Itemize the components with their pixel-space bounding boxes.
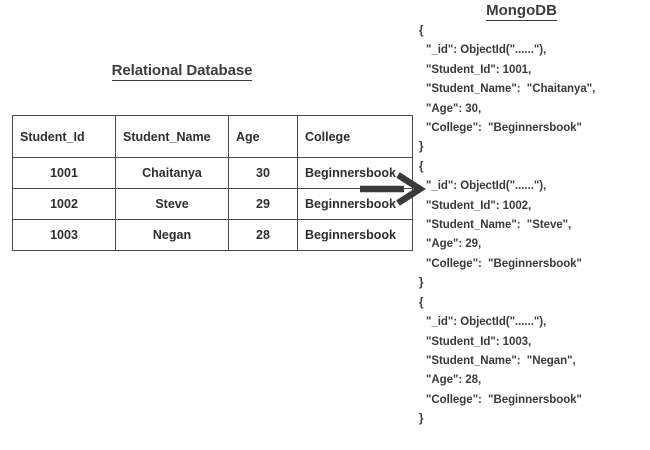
- json-field-student-name: "Student_Name": "Steve",: [426, 219, 572, 232]
- json-field-age: "Age": 29,: [426, 238, 482, 251]
- right-arrow-icon: [360, 172, 427, 206]
- json-close-brace: }: [419, 141, 424, 154]
- table-row: 1002 Steve 29 Beginnersbook: [12, 188, 413, 220]
- relational-database-table: Student_Id Student_Name Age College 1001…: [12, 115, 413, 251]
- mongodb-panel: MongoDB { "_id": ObjectId("......"), "St…: [414, 0, 650, 450]
- cell-student-id: 1002: [12, 188, 116, 220]
- json-close-brace: }: [419, 277, 424, 290]
- cell-student-id: 1001: [12, 157, 116, 189]
- json-open-brace: {: [419, 160, 424, 173]
- table-header-row: Student_Id Student_Name Age College: [12, 115, 413, 158]
- json-field-id: "_id": ObjectId("......"),: [426, 180, 547, 193]
- mongodb-title: MongoDB: [414, 2, 629, 21]
- column-header-student-name: Student_Name: [115, 115, 229, 158]
- table-row: 1003 Negan 28 Beginnersbook: [12, 219, 413, 251]
- cell-student-id: 1003: [12, 219, 116, 251]
- mongodb-document: { "_id": ObjectId("......"), "Student_Id…: [419, 294, 650, 430]
- json-field-college: "College": "Beginnersbook": [426, 393, 582, 406]
- json-open-brace: {: [419, 296, 424, 309]
- cell-college: Beginnersbook: [297, 188, 413, 220]
- json-field-id: "_id": ObjectId("......"),: [426, 316, 547, 329]
- right-arrow-svg: [360, 172, 427, 206]
- cell-age: 28: [228, 219, 298, 251]
- mongodb-document: { "_id": ObjectId("......"), "Student_Id…: [419, 22, 650, 158]
- json-field-student-id: "Student_Id": 1001,: [426, 63, 532, 76]
- mongodb-document: { "_id": ObjectId("......"), "Student_Id…: [419, 158, 650, 294]
- json-field-age: "Age": 30,: [426, 102, 482, 115]
- json-field-age: "Age": 28,: [426, 374, 482, 387]
- json-field-student-id: "Student_Id": 1002,: [426, 199, 532, 212]
- json-field-student-name: "Student_Name": "Chaitanya",: [426, 83, 596, 96]
- cell-student-name: Steve: [115, 188, 229, 220]
- json-field-student-id: "Student_Id": 1003,: [426, 335, 532, 348]
- relational-database-panel: Relational Database Student_Id Student_N…: [12, 62, 413, 251]
- json-field-id: "_id": ObjectId("......"),: [426, 44, 547, 57]
- json-field-college: "College": "Beginnersbook": [426, 122, 582, 135]
- relational-database-title-text: Relational Database: [111, 62, 253, 81]
- column-header-student-id: Student_Id: [12, 115, 116, 158]
- cell-student-name: Chaitanya: [115, 157, 229, 189]
- relational-database-title: Relational Database: [12, 62, 352, 81]
- json-open-brace: {: [419, 25, 424, 37]
- table-body: Student_Id Student_Name Age College 1001…: [12, 115, 413, 251]
- cell-college: Beginnersbook: [297, 219, 413, 251]
- mongodb-title-text: MongoDB: [486, 2, 557, 21]
- json-field-college: "College": "Beginnersbook": [426, 257, 582, 270]
- table-row: 1001 Chaitanya 30 Beginnersbook: [12, 157, 413, 189]
- cell-age: 30: [228, 157, 298, 189]
- column-header-college: College: [297, 115, 413, 158]
- cell-college: Beginnersbook: [297, 157, 413, 189]
- cell-age: 29: [228, 188, 298, 220]
- mongodb-documents-list: { "_id": ObjectId("......"), "Student_Id…: [419, 22, 650, 430]
- cell-student-name: Negan: [115, 219, 229, 251]
- json-field-student-name: "Student_Name": "Negan",: [426, 354, 576, 367]
- column-header-age: Age: [228, 115, 298, 158]
- json-close-brace: }: [419, 413, 424, 426]
